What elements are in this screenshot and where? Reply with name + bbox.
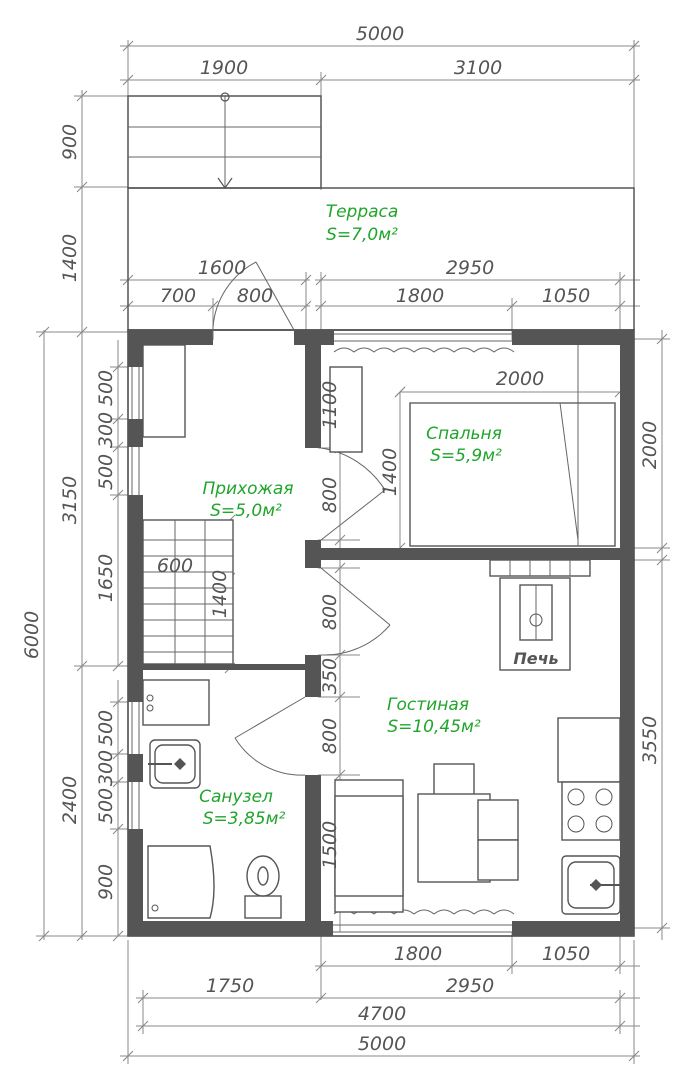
dim-mid-1500: 1500	[319, 821, 341, 869]
dim-bath-500b: 500	[95, 788, 117, 824]
dim-mid-800a: 800	[319, 477, 341, 513]
room-area-bathroom: S=3,85м²	[203, 809, 286, 829]
dim-door-hall-a: 700	[160, 285, 196, 307]
room-area-bedroom: S=5,9м²	[430, 446, 502, 466]
room-area-terrace: S=7,0м²	[326, 225, 398, 245]
dim-top-total: 5000	[356, 23, 404, 45]
dim-bath-500a: 500	[95, 710, 117, 746]
dim-hall-500a: 500	[95, 370, 117, 406]
dim-left-900: 900	[59, 124, 81, 160]
dim-top-left: 1900	[200, 57, 248, 79]
room-name-hallway: Прихожая	[202, 479, 293, 499]
dim-top-right: 3100	[454, 57, 502, 79]
dim-hall-500b: 500	[95, 454, 117, 490]
room-name-bathroom: Санузел	[199, 787, 273, 807]
dim-bot-window: 1800	[394, 943, 442, 965]
dim-bot-right: 1050	[542, 943, 590, 965]
dim-bot-left: 1750	[206, 975, 254, 997]
dim-mid-800c: 800	[319, 718, 341, 754]
dim-bath-2400: 2400	[59, 776, 81, 824]
dim-bed-length: 2000	[496, 368, 544, 390]
dim-bot-mid: 2950	[446, 975, 494, 997]
dim-left-upper: 3150	[59, 476, 81, 524]
dim-bed-right: 1050	[542, 285, 590, 307]
dim-hall-1400: 1400	[209, 570, 231, 618]
furniture	[142, 344, 621, 919]
room-labels: Терраса S=7,0м² Прихожая S=5,0м² Спальня…	[199, 202, 559, 829]
dim-mid-350: 350	[319, 658, 341, 694]
dim-living-right: 3550	[639, 716, 661, 764]
dimension-labels: 5000 1900 3100 1600 700 800 2950 1800 10…	[21, 23, 661, 1055]
dim-bed-window: 1800	[396, 285, 444, 307]
walls	[127, 329, 635, 937]
dim-door-hall-b: 800	[237, 285, 273, 307]
dim-bed-height-right: 2000	[639, 421, 661, 469]
stove-label: Печь	[513, 649, 558, 668]
dim-bath-300: 300	[95, 750, 117, 786]
dim-bath-900: 900	[95, 864, 117, 900]
doors	[212, 261, 391, 776]
dim-hall-600: 600	[157, 555, 193, 577]
room-name-living: Гостиная	[387, 695, 469, 715]
room-area-living: S=10,45м²	[387, 717, 481, 737]
dim-mid-800b: 800	[319, 594, 341, 630]
dim-hall-1650: 1650	[95, 554, 117, 602]
dim-left-total: 6000	[21, 611, 43, 659]
dim-left-1400: 1400	[59, 234, 81, 282]
room-name-bedroom: Спальня	[426, 424, 502, 444]
terrace-area	[127, 92, 635, 331]
room-area-hallway: S=5,0м²	[210, 501, 282, 521]
dim-bed-total: 2950	[446, 257, 494, 279]
dim-door-hall-total: 1600	[198, 257, 246, 279]
dim-bed-width: 1400	[379, 448, 401, 496]
dim-bot-total: 5000	[358, 1033, 406, 1055]
room-name-terrace: Терраса	[326, 202, 399, 222]
dim-mid-1100: 1100	[319, 381, 341, 429]
dim-bot-4700: 4700	[358, 1003, 406, 1025]
dim-hall-300: 300	[95, 412, 117, 448]
